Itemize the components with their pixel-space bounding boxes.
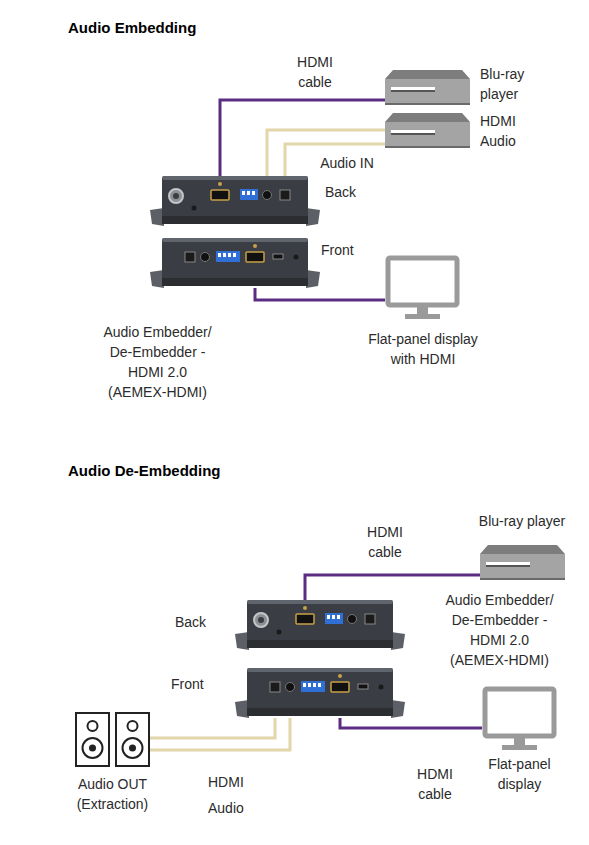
monitor-icon: [388, 258, 457, 319]
hdmi-cable: [220, 100, 385, 176]
node-label: Front: [171, 674, 223, 694]
node-label: Blu-ray player: [480, 64, 535, 104]
audio-source-icon: [385, 113, 470, 148]
flat-panel-display: Flat-panel display: [482, 686, 557, 751]
cable-label: HDMI cable: [410, 764, 460, 804]
unit-front: [150, 238, 320, 288]
bluray-player: Blu-ray player: [480, 545, 565, 580]
signal-label: HDMI: [208, 772, 258, 792]
back-ports: [169, 182, 290, 211]
node-label: Audio OUT (Extraction): [55, 774, 170, 814]
audio-cable: [150, 718, 290, 750]
embedder-front-panel: Front: [150, 238, 320, 288]
front-ports: [270, 674, 384, 692]
speaker-pair: Audio OUT (Extraction): [75, 712, 150, 767]
node-label: Blu-ray player: [467, 511, 577, 531]
node-label: Front: [321, 240, 371, 260]
unit-back: [235, 600, 405, 650]
unit-front: [235, 668, 405, 718]
cable-label: HDMI cable: [360, 522, 410, 562]
section-title: Audio Embedding: [68, 18, 288, 38]
speaker-icon: [76, 713, 149, 766]
bluray-player: Blu-ray player: [385, 70, 470, 105]
hdmi-cable: [255, 288, 385, 300]
node-label: HDMI Audio: [480, 111, 535, 151]
unit-back: [150, 176, 320, 226]
hdmi-cable: [340, 718, 482, 728]
front-ports: [185, 244, 299, 262]
hdmi-audio-source: HDMI Audio: [385, 113, 470, 148]
embedder-front-panel: Front: [235, 668, 405, 718]
signal-label: Audio: [208, 798, 258, 818]
back-ports: [254, 606, 375, 635]
bluray-icon: [480, 545, 565, 580]
node-label: Flat-panel display: [472, 754, 567, 794]
bluray-icon: [385, 70, 470, 105]
cable-label: HDMI cable: [290, 52, 340, 92]
device-caption: Audio Embedder/ De-Embedder - HDMI 2.0 (…: [442, 590, 557, 670]
embedder-back-panel: Back: [150, 176, 320, 226]
monitor-icon: [485, 689, 554, 750]
node-label: Back: [175, 612, 223, 632]
audio-cable: [285, 144, 385, 176]
audio-cable: [150, 718, 275, 738]
node-label: Back: [325, 182, 370, 202]
section-title: Audio De-Embedding: [68, 461, 308, 481]
embedder-back-panel: Back: [235, 600, 405, 650]
flat-panel-display: Flat-panel display with HDMI: [385, 255, 460, 320]
node-label: Flat-panel display with HDMI: [358, 329, 488, 369]
device-caption: Audio Embedder/ De-Embedder - HDMI 2.0 (…: [100, 322, 215, 402]
audio-cable: [267, 130, 385, 176]
cable-label: Audio IN: [312, 153, 382, 173]
